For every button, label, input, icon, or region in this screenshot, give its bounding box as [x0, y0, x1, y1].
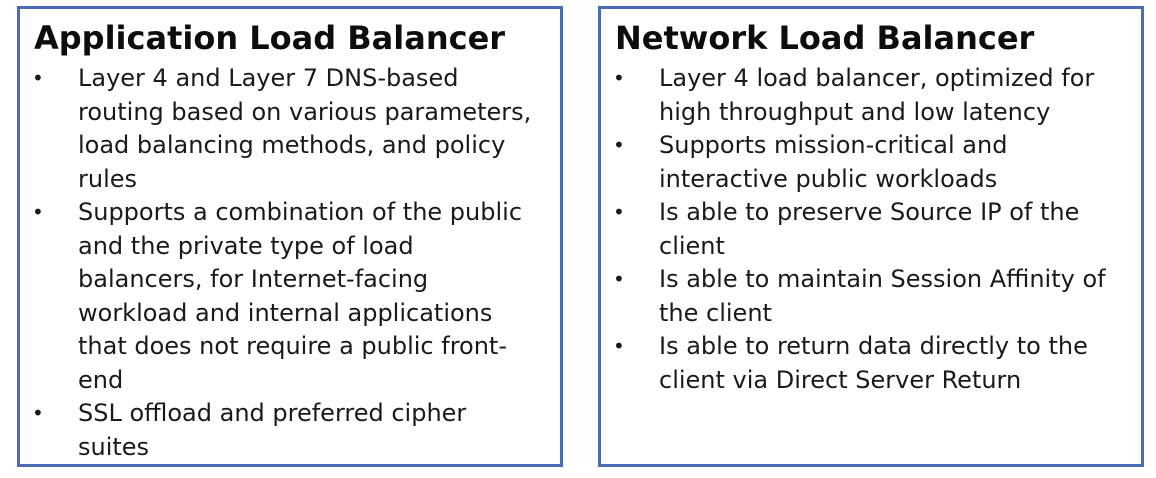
- bullet-text-line: that does not require a public front-: [78, 332, 507, 360]
- bullet-text-line: Is able to preserve Source IP of the: [659, 198, 1080, 226]
- bullet-dot-icon: •: [613, 133, 625, 157]
- bullet-text-line: the client: [659, 298, 772, 327]
- bullet-text-line: rules: [78, 164, 138, 193]
- bullet-text: Layer 4 and Layer 7 DNS-based routing bas…: [78, 62, 531, 196]
- bullet-dot-icon: •: [613, 334, 625, 358]
- bullet-text-line: suites: [78, 432, 150, 461]
- bullet-dot-icon: •: [32, 200, 44, 224]
- bullet-text: Is able to return data directly to the cl…: [659, 330, 1088, 397]
- bullet-text: Is able to maintain Session Affinity of t…: [659, 263, 1106, 330]
- bullet-text-line: high throughput and low latency: [659, 97, 1051, 126]
- application-load-balancer-panel: Application Load Balancer • Layer 4 and L…: [17, 6, 563, 467]
- bullet-text: Supports a combination of the public and …: [78, 196, 522, 397]
- bullet-list: • Layer 4 and Layer 7 DNS-based routing ba…: [32, 62, 554, 464]
- bullet-text-line: Layer 4 load balancer, optimized for: [659, 64, 1095, 92]
- bullet-text-line: and the private type of load: [78, 231, 414, 260]
- bullet-item: • Supports a combination of the public and…: [32, 196, 554, 397]
- bullet-text-line: load balancing methods, and policy: [78, 131, 506, 159]
- bullet-dot-icon: •: [613, 66, 625, 90]
- bullet-item: • Layer 4 load balancer, optimized for hig…: [613, 62, 1135, 129]
- bullet-text-line: Supports mission-critical and: [659, 131, 1008, 159]
- bullet-text-line: end: [78, 365, 124, 394]
- bullet-dot-icon: •: [613, 200, 625, 224]
- bullet-text-line: routing based on various parameters,: [78, 97, 532, 126]
- bullet-text: Layer 4 load balancer, optimized for high…: [659, 62, 1094, 129]
- bullet-item: • Is able to preserve Source IP of the cli…: [613, 196, 1135, 263]
- bullet-list: • Layer 4 load balancer, optimized for hig…: [613, 62, 1135, 397]
- bullet-text-line: Is able to maintain Session Affinity of: [659, 265, 1106, 293]
- bullet-dot-icon: •: [613, 267, 625, 291]
- bullet-text-line: client via Direct Server Return: [659, 365, 1022, 394]
- bullet-dot-icon: •: [32, 401, 44, 425]
- panel-title: Network Load Balancer: [615, 19, 1035, 57]
- network-load-balancer-panel: Network Load Balancer • Layer 4 load bala…: [598, 6, 1144, 467]
- bullet-item: • Layer 4 and Layer 7 DNS-based routing ba…: [32, 62, 554, 196]
- bullet-text-line: Is able to return data directly to the: [659, 332, 1088, 360]
- bullet-text: Supports mission-critical and interactive…: [659, 129, 1007, 196]
- bullet-item: • Is able to maintain Session Affinity of…: [613, 263, 1135, 330]
- bullet-text-line: workload and internal applications: [78, 298, 493, 327]
- bullet-item: • Is able to return data directly to the c…: [613, 330, 1135, 397]
- panel-title: Application Load Balancer: [34, 19, 506, 57]
- bullet-text: SSL offload and preferred cipher suites: [78, 397, 466, 464]
- bullet-dot-icon: •: [32, 66, 44, 90]
- bullet-text: Is able to preserve Source IP of the clie…: [659, 196, 1079, 263]
- bullet-item: • SSL offload and preferred cipher suites: [32, 397, 554, 464]
- bullet-text-line: interactive public workloads: [659, 164, 998, 193]
- bullet-text-line: SSL offload and preferred cipher: [78, 399, 467, 427]
- bullet-item: • Supports mission-critical and interactiv…: [613, 129, 1135, 196]
- bullet-text-line: balancers, for Internet-facing: [78, 265, 429, 293]
- bullet-text-line: Supports a combination of the public: [78, 198, 523, 226]
- bullet-text-line: Layer 4 and Layer 7 DNS-based: [78, 64, 459, 92]
- bullet-text-line: client: [659, 231, 725, 260]
